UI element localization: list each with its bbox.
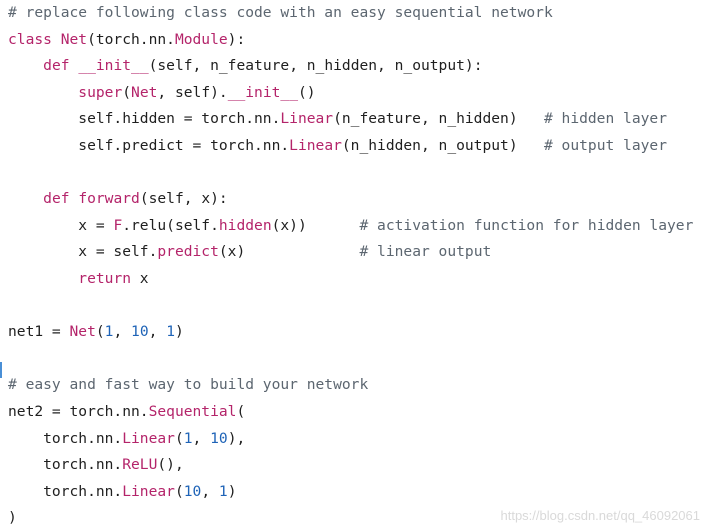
code-token-classname: Net [69, 323, 96, 341]
code-token-plain: ), [227, 429, 246, 447]
code-line: torch.nn.ReLU(), [8, 452, 710, 479]
code-token-plain: x = self. [8, 243, 158, 261]
code-token-plain: .relu(self. [122, 216, 219, 234]
code-token-comment: # hidden layer [543, 110, 667, 128]
code-line: return x [8, 266, 710, 293]
code-token-plain: ( [95, 323, 105, 341]
code-token-plain: (), [157, 456, 184, 474]
code-token-plain [8, 84, 78, 101]
code-token-classname: Module [174, 30, 228, 48]
code-token-comment: # output layer [543, 136, 667, 154]
code-line: net1 = Net(1, 10, 1) [8, 319, 710, 346]
code-token-classname: Sequential [148, 402, 237, 420]
code-token-plain [8, 57, 43, 74]
code-line [8, 160, 710, 187]
code-token-plain: (self, x): [139, 190, 228, 208]
code-token-comment: # linear output [359, 243, 492, 261]
code-token-comment: # activation function for hidden layer [359, 216, 694, 234]
code-token-plain: (x) [218, 243, 360, 261]
code-token-classname: Net [60, 30, 88, 48]
code-token-classname: Linear [122, 482, 175, 500]
code-token-classname: Linear [280, 110, 334, 128]
code-token-classname: Net [131, 83, 158, 101]
code-token-plain: self.hidden = torch.nn. [8, 110, 281, 128]
code-line: ) [8, 505, 710, 532]
code-line: # easy and fast way to build your networ… [8, 372, 710, 399]
code-token-classname: Linear [289, 136, 342, 154]
code-token-keyword: class [8, 30, 61, 48]
code-line: x = self.predict(x) # linear output [8, 239, 710, 266]
code-token-plain: ) [227, 482, 237, 500]
code-token-func: __init__ [78, 57, 149, 75]
code-line: net2 = torch.nn.Sequential( [8, 399, 710, 426]
text-caret [0, 362, 2, 378]
code-token-plain: torch.nn. [8, 429, 123, 447]
code-token-number: 10 [183, 482, 202, 500]
watermark-text: https://blog.csdn.net/qq_46092061 [500, 508, 701, 523]
code-token-plain: , [201, 482, 219, 500]
code-token-plain: , [148, 323, 167, 341]
code-token-plain: (torch.nn. [87, 30, 175, 48]
code-token-plain: ) [175, 323, 184, 341]
code-token-plain: , [192, 429, 211, 447]
code-token-comment: # replace following class code with an e… [8, 4, 553, 21]
code-token-number: 10 [131, 323, 149, 341]
code-token-plain: net1 = [8, 323, 70, 341]
code-line: class Net(torch.nn.Module): [8, 27, 710, 54]
code-line [8, 346, 710, 373]
code-token-plain: ) [8, 509, 17, 527]
code-line: self.hidden = torch.nn.Linear(n_feature,… [8, 106, 710, 133]
code-token-number: 1 [166, 323, 175, 341]
code-line: def __init__(self, n_feature, n_hidden, … [8, 53, 710, 80]
code-token-number: 10 [210, 429, 228, 447]
code-line: torch.nn.Linear(10, 1) [8, 479, 710, 506]
code-token-plain: ( [236, 402, 246, 420]
code-token-func: hidden [218, 216, 272, 234]
code-token-plain: self.predict = torch.nn. [8, 136, 290, 154]
code-line: torch.nn.Linear(1, 10), [8, 426, 710, 453]
code-token-plain: ( [122, 83, 132, 101]
code-token-classname: F [113, 216, 123, 234]
code-token-plain: ( [174, 482, 184, 500]
code-token-plain [8, 270, 78, 287]
code-line: # replace following class code with an e… [8, 0, 710, 27]
code-token-plain: (x)) [271, 216, 360, 234]
code-token-plain: (n_hidden, n_output) [341, 136, 544, 154]
code-token-plain: (n_feature, n_hidden) [333, 110, 544, 128]
code-token-plain: torch.nn. [8, 482, 123, 500]
code-token-func: __init__ [227, 83, 298, 101]
code-line: self.predict = torch.nn.Linear(n_hidden,… [8, 133, 710, 160]
code-line: super(Net, self).__init__() [8, 80, 710, 107]
code-token-plain: x = [8, 216, 114, 234]
code-line: x = F.relu(self.hidden(x)) # activation … [8, 213, 710, 240]
code-token-plain: ( [174, 429, 184, 447]
code-token-plain: , [113, 323, 132, 341]
code-token-comment: # easy and fast way to build your networ… [8, 376, 369, 394]
code-line [8, 293, 710, 320]
code-token-plain: , self). [157, 83, 228, 101]
code-line: def forward(self, x): [8, 186, 710, 213]
code-token-func: forward [78, 190, 140, 208]
code-token-plain: x [131, 269, 149, 287]
code-token-func: predict [157, 243, 219, 261]
code-token-classname: Linear [122, 429, 175, 447]
code-token-number: 1 [183, 429, 193, 447]
code-token-plain [8, 190, 43, 207]
code-token-number: 1 [218, 482, 228, 500]
code-token-number: 1 [104, 323, 114, 341]
code-token-keyword: return [78, 269, 132, 287]
code-token-plain: (self, n_feature, n_hidden, n_output): [148, 57, 483, 75]
code-token-plain: ): [227, 30, 246, 48]
code-token-keyword: def [43, 57, 79, 75]
code-token-classname: ReLU [122, 456, 158, 474]
code-token-plain: net2 = torch.nn. [8, 402, 149, 420]
code-token-plain: () [297, 83, 316, 101]
code-token-keyword: def [43, 190, 79, 208]
code-token-builtin: super [78, 83, 123, 101]
code-token-plain: torch.nn. [8, 456, 123, 474]
